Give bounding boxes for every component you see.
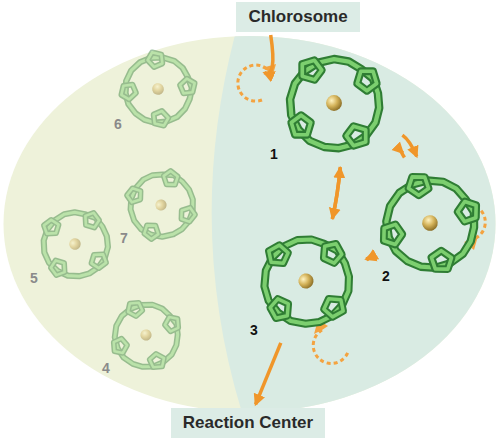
callout-number: 4 [102,360,110,376]
energy-transfer-arrow [366,258,368,259]
pigment-molecule: 4 [100,292,192,378]
pigment-molecule: 1 [268,42,400,164]
porphyrin-ring [268,42,400,164]
label-box: Chlorosome [236,2,359,32]
porphyrin-ring [28,200,122,288]
energy-transfer-arrow [367,258,369,259]
porphyrin-ring [118,162,204,248]
pigment-molecule: 6 [112,44,204,134]
porphyrin-ring [112,44,204,134]
energy-transfer-arrow [333,167,341,218]
callout-number: 1 [270,146,278,162]
pigment-molecule: 2 [370,160,490,286]
pigment-molecule: 5 [28,200,122,288]
porphyrin-ring [248,222,364,340]
energy-transfer-arrow [332,168,340,219]
energy-transfer-arrow [401,152,404,158]
pigment-molecule: 7 [118,162,204,248]
porphyrin-ring [370,160,490,286]
callout-number: 2 [382,268,390,284]
porphyrin-ring [100,292,192,378]
callout-number: 3 [250,322,258,338]
callout-number: 6 [114,116,122,132]
callout-number: 5 [30,270,38,286]
callout-number: 7 [120,230,128,246]
pigment-molecule: 3 [248,222,364,340]
label-box: Reaction Center [171,408,325,438]
energy-transfer-arrow [264,35,273,73]
box-label: Reaction Center [183,413,313,432]
box-label: Chlorosome [248,7,347,26]
energy-transfer-arrow [402,135,416,156]
energy-transfer-arrow [256,343,281,405]
